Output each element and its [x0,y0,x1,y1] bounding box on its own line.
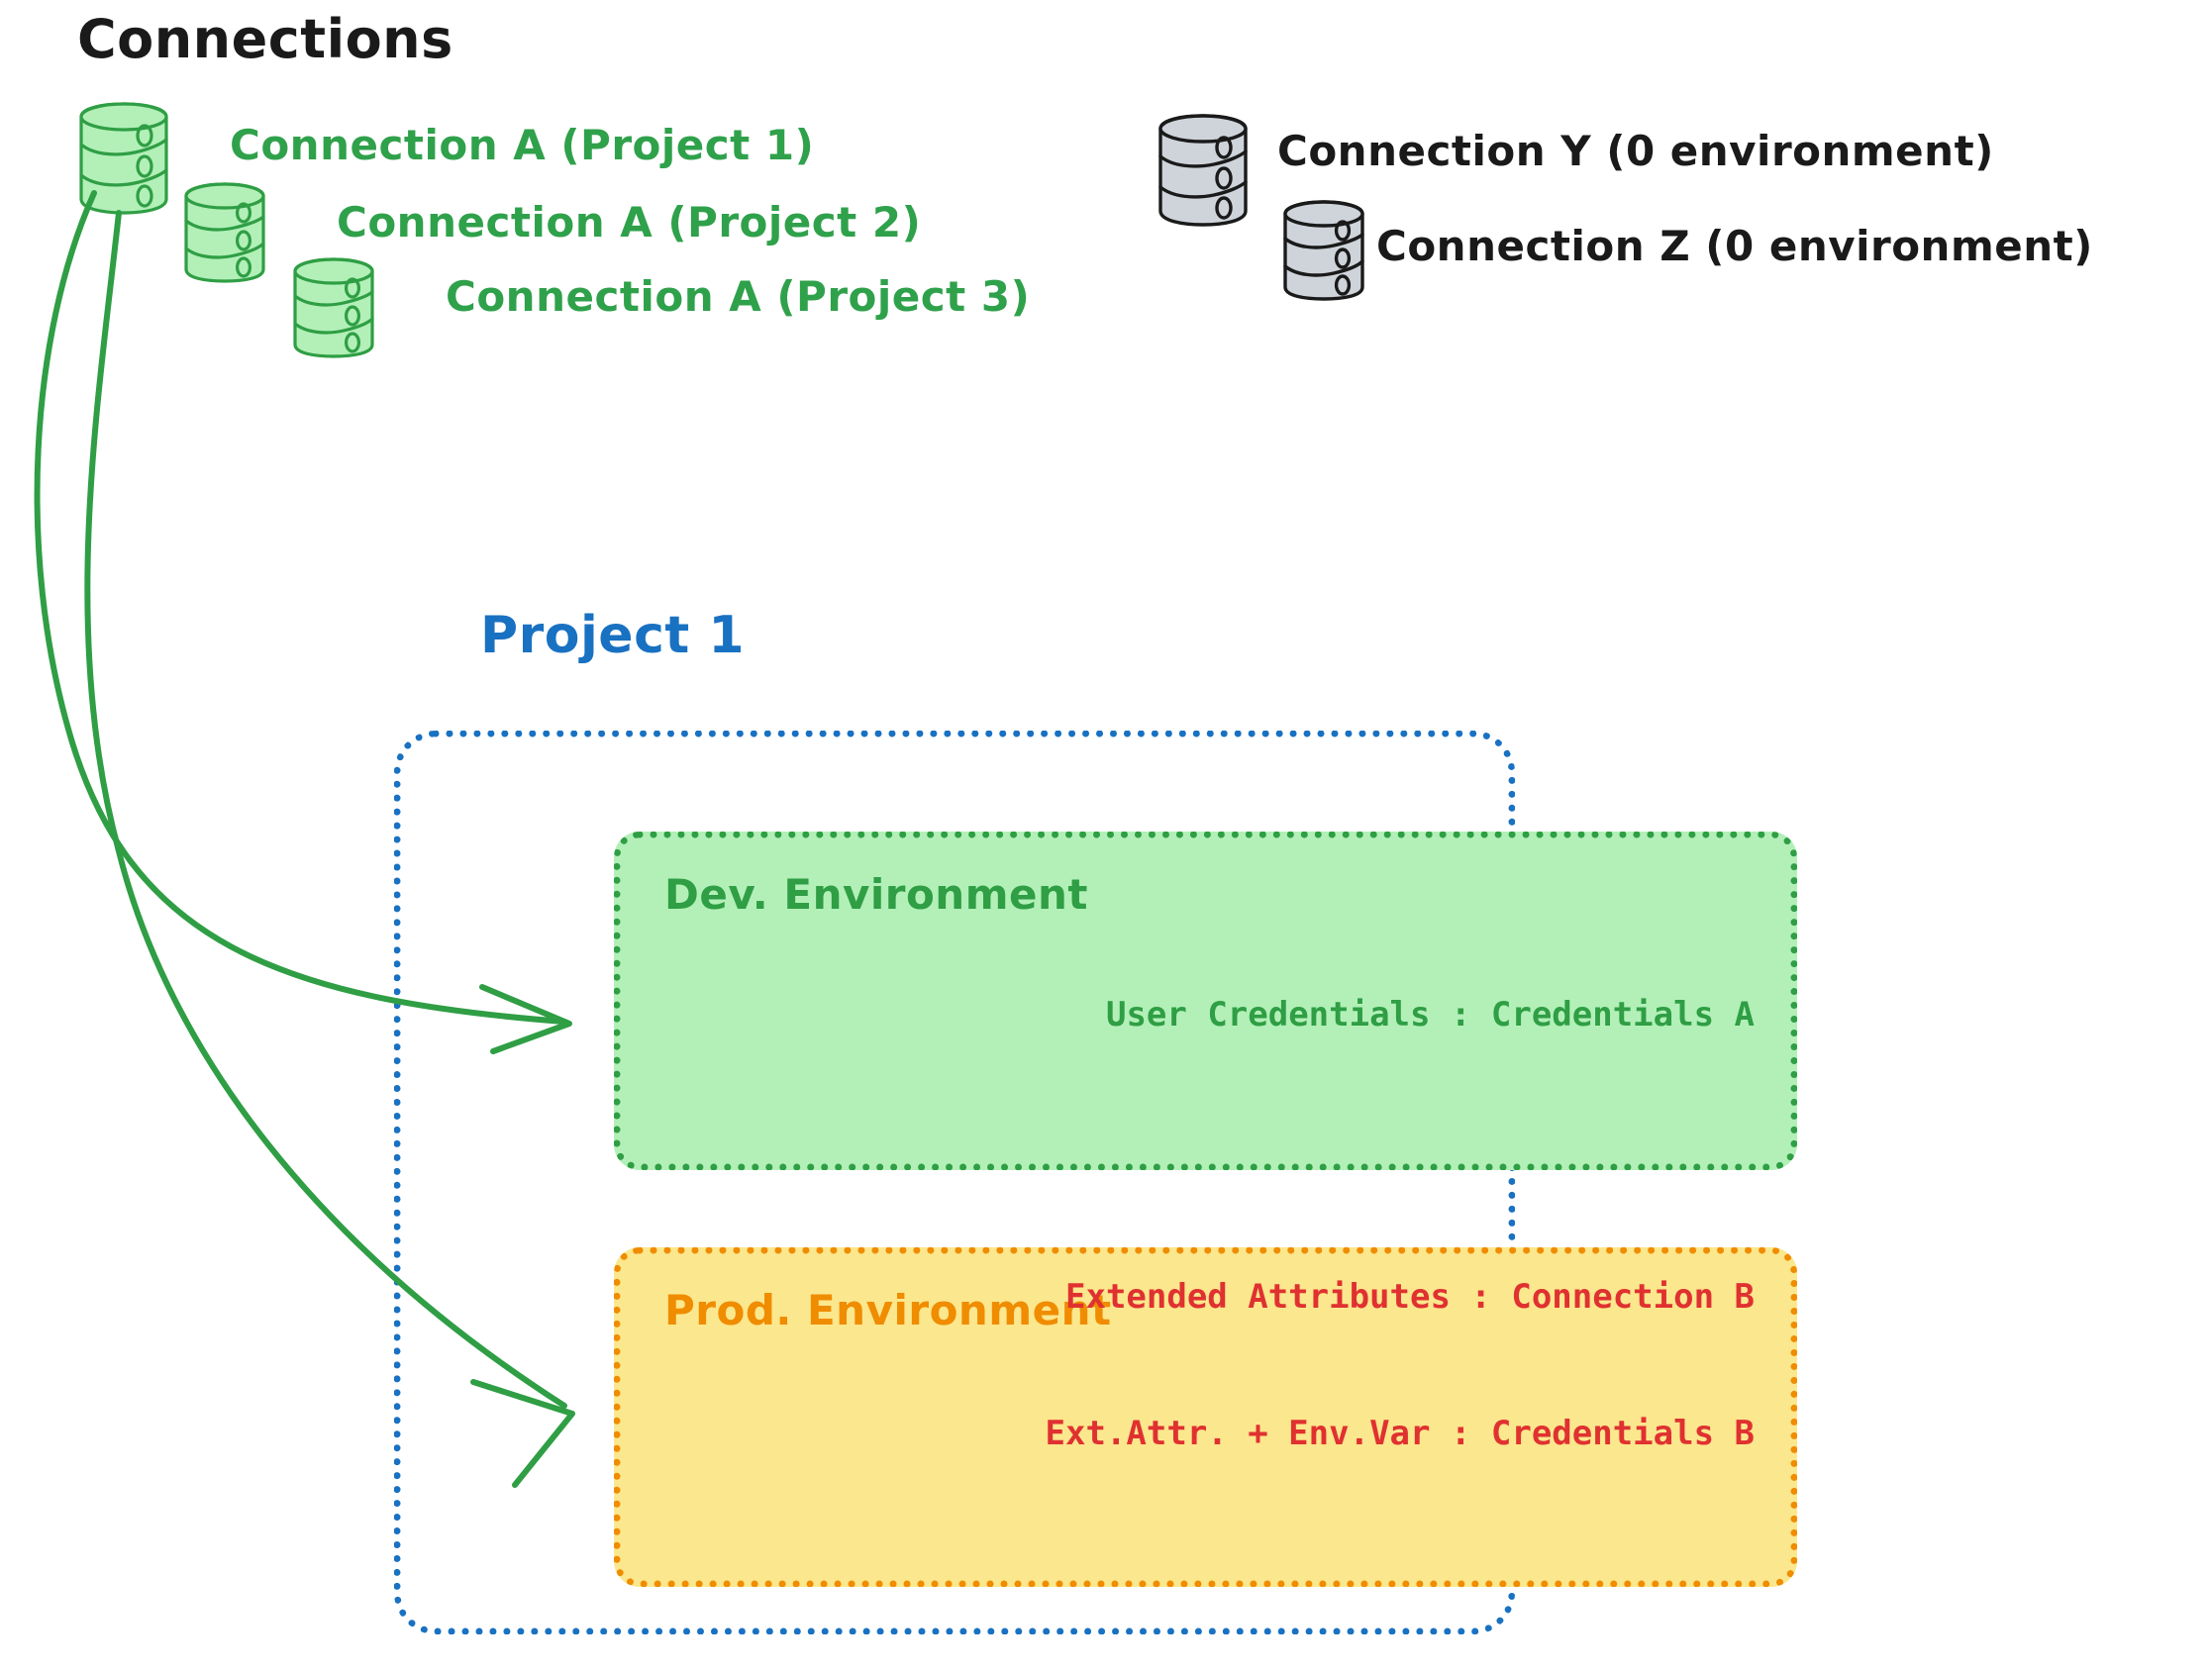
database-icon-connection-a-project-2 [184,182,265,283]
connection-label-a-project-1: Connection A (Project 1) [230,121,815,169]
project-title: Project 1 [480,606,746,665]
database-icon-connection-a-project-3 [293,257,374,358]
connection-label-a-project-2: Connection A (Project 2) [337,198,922,246]
prod-environment-box: Prod. Environment Extended Attributes : … [614,1247,1797,1587]
database-icon-connection-z [1283,200,1364,301]
page-title: Connections [77,8,453,70]
dev-environment-box: Dev. Environment User Credentials : Cred… [614,832,1797,1170]
connection-label-a-project-3: Connection A (Project 3) [446,272,1031,321]
dev-environment-details: User Credentials : Credentials A [1106,901,1755,1130]
connection-label-y: Connection Y (0 environment) [1277,127,1994,175]
dev-environment-line: User Credentials : Credentials A [1105,995,1755,1035]
database-icon-connection-y [1158,114,1248,227]
prod-environment-line: Ext.Attr. + Env.Var : Credentials B [1045,1414,1755,1454]
prod-environment-line: Extended Attributes : Connection B [1065,1276,1755,1317]
database-icon-connection-a-project-1 [79,102,168,215]
connection-label-z: Connection Z (0 environment) [1376,222,2093,270]
prod-environment-title: Prod. Environment [664,1286,1112,1334]
prod-environment-details: Extended Attributes : Connection B Ext.A… [1046,1182,1755,1548]
dev-environment-title: Dev. Environment [664,870,1088,919]
